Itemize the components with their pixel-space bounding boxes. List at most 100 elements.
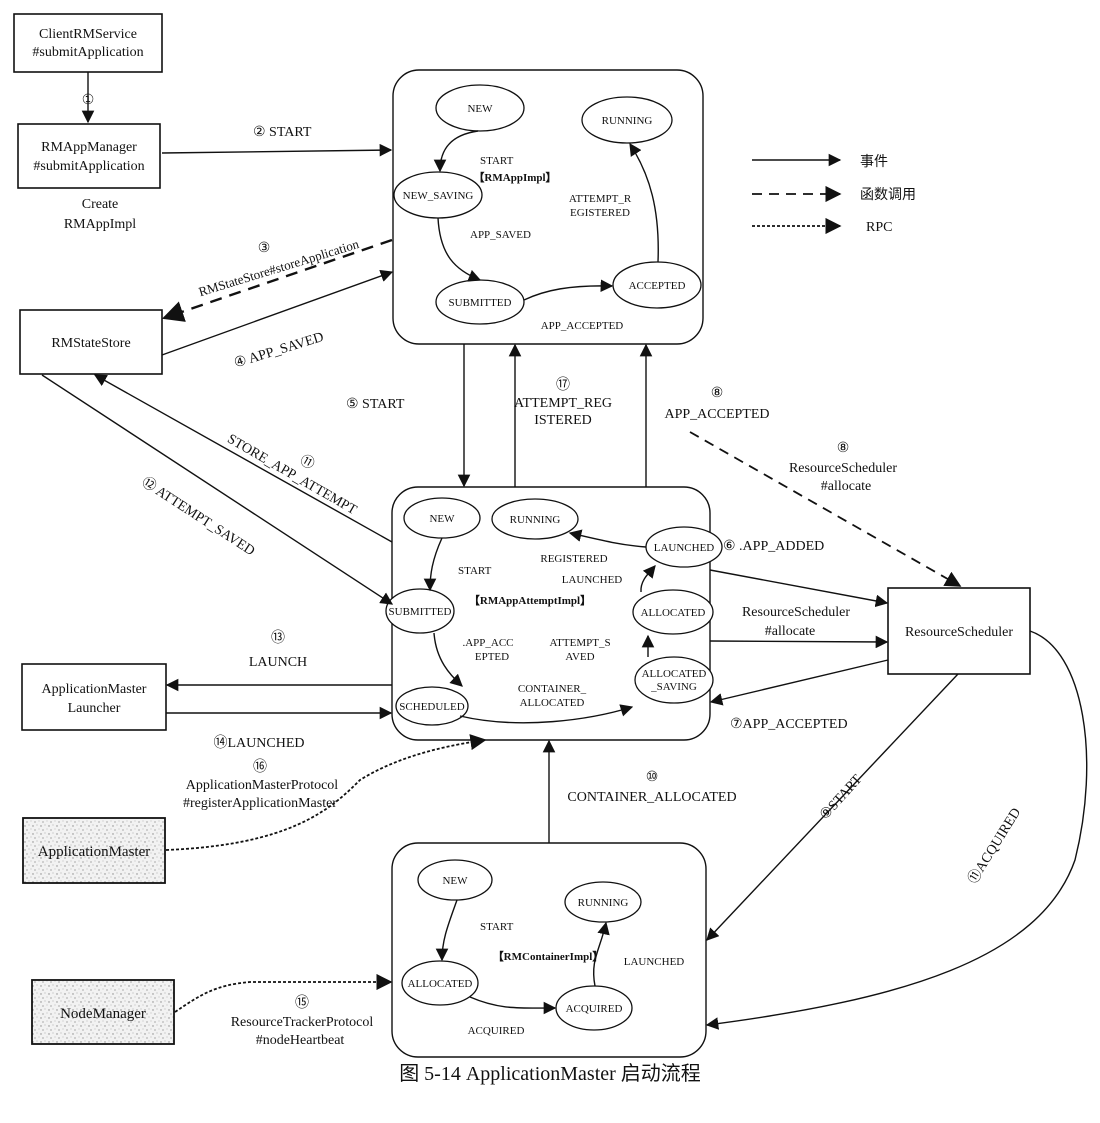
edge-15-number: ⑮ <box>295 995 309 1011</box>
rmapp-state-running-label: RUNNING <box>602 115 653 127</box>
edge-9-arrow <box>706 673 959 941</box>
legend-function-call-label: 函数调用 <box>860 187 916 203</box>
attempt-state-allocated <box>632 589 714 635</box>
edge-8-label: APP_ACCEPTED <box>664 407 769 422</box>
edge-13-number: ⑬ <box>271 630 285 646</box>
attempt-registered-edge <box>568 529 647 548</box>
client-rm-service-label: ClientRMService <box>39 27 137 42</box>
edge-8b-label-1: ResourceScheduler <box>789 461 897 476</box>
rm-app-manager-box: RMAppManager #submitApplication <box>17 123 161 189</box>
rmapp-state-new-label: NEW <box>467 103 493 115</box>
edge-14-label: ⑭LAUNCHED <box>214 735 305 751</box>
container-state-new-label: NEW <box>442 875 468 887</box>
edge-6-label: ⑥ .APP_ADDED <box>723 539 824 554</box>
edge-4-label: ④ APP_SAVED <box>232 330 325 371</box>
attempt-container-allocated-edge <box>459 704 634 724</box>
attempt-container-allocated-label-1: CONTAINER_ <box>518 683 587 695</box>
attempt-state-launched-label: LAUNCHED <box>654 542 715 554</box>
application-master-label: ApplicationMaster <box>38 844 150 860</box>
rmapp-app-saved-label: APP_SAVED <box>470 229 531 241</box>
rmapp-start-label: START <box>480 155 514 167</box>
node-manager-label: NodeManager <box>60 1006 146 1022</box>
application-master-box: ApplicationMaster <box>22 817 166 884</box>
container-acquired-label: ACQUIRED <box>468 1025 525 1037</box>
attempt-title: 【RMAppAttemptImpl】 <box>469 594 591 607</box>
edge-10-label: CONTAINER_ALLOCATED <box>567 790 736 805</box>
attempt-app-accepted-label-2: EPTED <box>475 651 509 663</box>
edge-8b-number: ⑧ <box>837 441 850 456</box>
attempt-state-allocated-saving-label-1: ALLOCATED <box>642 668 707 680</box>
legend: 事件 函数调用 RPC <box>752 153 916 235</box>
edge-9-label: ⑨START <box>817 772 865 823</box>
legend-rpc-label: RPC <box>866 220 892 235</box>
edge-13-label: LAUNCH <box>249 655 307 670</box>
am-launcher-box: ApplicationMaster Launcher <box>21 663 167 731</box>
attempt-state-running-label: RUNNING <box>510 514 561 526</box>
edge-1-label: ① <box>82 93 95 108</box>
rmapp-attempt-registered-edge <box>629 142 659 263</box>
attempt-state-running <box>491 498 579 540</box>
attempt-state-allocated-saving <box>634 656 714 704</box>
rmapp-attempt-registered-label-2: EGISTERED <box>570 207 630 219</box>
legend-event-label: 事件 <box>860 154 888 170</box>
edge-10-number: ⑩ <box>646 770 659 785</box>
edge-17-label-2: ISTERED <box>534 413 592 428</box>
container-title: 【RMContainerImpl】 <box>493 950 604 963</box>
attempt-state-allocated-saving-label-2: _SAVING <box>650 681 697 693</box>
rmapp-state-accepted-label: ACCEPTED <box>629 280 686 292</box>
create-note-line2: RMAppImpl <box>64 217 136 232</box>
resource-scheduler-label: ResourceScheduler <box>905 625 1013 640</box>
figure-caption: 图 5-14 ApplicationMaster 启动流程 <box>399 1062 701 1085</box>
rmapp-title: 【RMAppImpl】 <box>473 171 556 184</box>
edge-11b-label: STORE_APP_ATTEMPT <box>224 432 359 519</box>
attempt-attempt-saved-label-2: AVED <box>565 651 594 663</box>
attempt-start-label: START <box>458 565 492 577</box>
attempt-launched-edge <box>640 565 656 593</box>
edge-3-label: RMStateStore#storeApplication <box>197 236 361 299</box>
edge-16-arrow <box>165 734 487 851</box>
edge-3-arrow <box>161 238 393 322</box>
edge-17-number: ⑰ <box>556 377 570 393</box>
container-launched-edge <box>592 921 610 987</box>
rmapp-state-running <box>581 96 673 144</box>
edge-11b-number: ⑪ <box>297 452 317 473</box>
container-start-label: START <box>480 921 514 933</box>
attempt-registered-label: REGISTERED <box>540 553 607 565</box>
rmapp-app-accepted-label: APP_ACCEPTED <box>541 320 624 332</box>
container-state-new <box>417 859 493 901</box>
edge-8-number: ⑧ <box>711 386 724 401</box>
attempt-state-scheduled <box>395 686 469 726</box>
edge-allocate-label-1: ResourceScheduler <box>742 605 850 620</box>
rmapp-state-new-saving-label: NEW_SAVING <box>403 190 474 202</box>
attempt-start-edge <box>423 537 443 592</box>
edge-7-label: ⑦APP_ACCEPTED <box>730 717 848 732</box>
rm-app-manager-method: #submitApplication <box>33 159 144 174</box>
edge-5-label: ⑤ START <box>346 397 405 412</box>
edge-15-arrow <box>174 973 393 1013</box>
rmapp-attempt-registered-label-1: ATTEMPT_R <box>569 193 632 205</box>
rm-app-attempt-impl-panel: NEW RUNNING LAUNCHED SUBMITTED ALLOCATED… <box>385 486 723 741</box>
node-manager-box: NodeManager <box>31 979 175 1045</box>
rm-app-impl-panel: NEW NEW_SAVING SUBMITTED ACCEPTED RUNNIN… <box>392 69 704 345</box>
container-launched-label: LAUNCHED <box>624 956 685 968</box>
rm-container-impl-panel: NEW RUNNING ALLOCATED ACQUIRED START 【RM… <box>391 842 707 1058</box>
container-state-running-label: RUNNING <box>578 897 629 909</box>
rmapp-app-saved-edge <box>437 217 482 282</box>
edge-allocate-arrow <box>709 635 889 649</box>
am-launcher-label: ApplicationMaster <box>42 682 147 697</box>
edge-17-label-1: ATTEMPT_REG <box>514 396 612 411</box>
resource-scheduler-box: ResourceScheduler <box>887 587 1031 675</box>
edge-15-label-1: ResourceTrackerProtocol <box>231 1015 374 1030</box>
rmapp-app-accepted-edge <box>523 279 614 301</box>
edge-2-arrow <box>161 143 393 157</box>
attempt-app-accepted-label-1: .APP_ACC <box>462 637 513 649</box>
attempt-container-allocated-label-2: ALLOCATED <box>520 697 585 709</box>
edge-4-arrow <box>161 269 394 356</box>
attempt-attempt-saved-label-1: ATTEMPT_S <box>549 637 610 649</box>
client-rm-service-box: ClientRMService #submitApplication <box>13 13 163 73</box>
edge-11-label: ⑪ACQUIRED <box>965 805 1024 887</box>
container-start-edge <box>435 899 458 962</box>
edge-8b-label-2: #allocate <box>821 479 872 494</box>
rmapp-start-edge <box>433 130 479 173</box>
edge-allocate-label-2: #allocate <box>765 624 816 639</box>
